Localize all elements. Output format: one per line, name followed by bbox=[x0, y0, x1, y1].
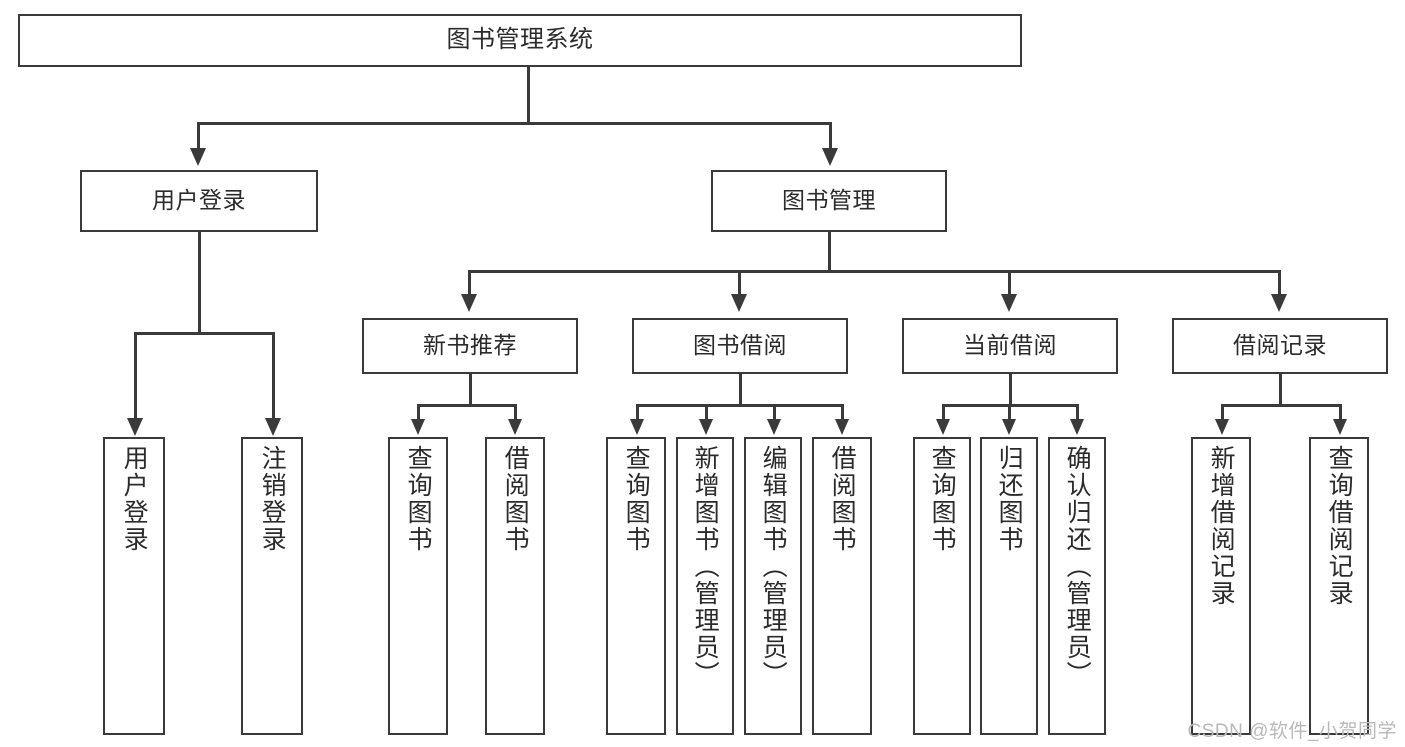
arrowhead-book-manage bbox=[822, 148, 838, 166]
connector-book-borrow-to-leaf-1 bbox=[636, 404, 639, 420]
connector-to-new-book bbox=[468, 270, 471, 296]
connector-user-login-stem bbox=[198, 232, 201, 334]
connector-current-borrow-stem bbox=[1009, 374, 1012, 406]
connector-user-login-bar bbox=[134, 332, 274, 335]
arrowhead-leaf-query-record bbox=[1333, 419, 1347, 435]
arrowhead-borrow-record bbox=[1271, 294, 1287, 312]
arrowhead-leaf-logout bbox=[265, 418, 281, 436]
connector-to-book-borrow bbox=[738, 270, 741, 296]
arrowhead-current-borrow bbox=[1001, 294, 1017, 312]
node-label: 注销登录 bbox=[258, 445, 287, 553]
node-borrow-record[interactable]: 借阅记录 bbox=[1172, 318, 1388, 374]
node-label: 当前借阅 bbox=[963, 332, 1057, 359]
node-label: 借阅记录 bbox=[1233, 332, 1327, 359]
arrowhead-leaf-confirm-return bbox=[1070, 419, 1084, 435]
connector-book-borrow-bar bbox=[636, 404, 843, 407]
leaf-add-borrow-record[interactable]: 新增借阅记录 bbox=[1191, 437, 1251, 735]
arrowhead-leaf-query-book-1 bbox=[411, 419, 425, 435]
connector-current-borrow-to-leaf-2 bbox=[1008, 404, 1011, 420]
node-label: 用户登录 bbox=[152, 187, 246, 214]
connector-user-login-to-leaf-2 bbox=[272, 332, 275, 420]
leaf-query-borrow-record[interactable]: 查询借阅记录 bbox=[1309, 437, 1369, 735]
node-root-system[interactable]: 图书管理系统 bbox=[18, 14, 1022, 67]
connector-borrow-record-to-leaf-2 bbox=[1339, 404, 1342, 420]
arrowhead-leaf-user-login bbox=[127, 418, 143, 436]
node-label: 查询图书 bbox=[404, 445, 433, 553]
leaf-query-book-new[interactable]: 查询图书 bbox=[388, 437, 448, 735]
node-label: 新增图书（管理员） bbox=[691, 445, 720, 688]
node-current-borrow[interactable]: 当前借阅 bbox=[902, 318, 1118, 374]
node-label: 图书管理 bbox=[782, 187, 876, 214]
connector-new-book-bar bbox=[417, 404, 516, 407]
leaf-query-book-borrow[interactable]: 查询图书 bbox=[606, 437, 666, 735]
arrowhead-leaf-return-book bbox=[1002, 419, 1016, 435]
connector-book-borrow-to-leaf-3 bbox=[773, 404, 776, 420]
node-label: 借阅图书 bbox=[828, 445, 857, 553]
connector-new-book-to-leaf-1 bbox=[417, 404, 420, 420]
arrowhead-leaf-query-book-3 bbox=[936, 419, 950, 435]
connector-root-to-user-login bbox=[197, 122, 200, 150]
connector-current-borrow-to-leaf-3 bbox=[1076, 404, 1079, 420]
connector-borrow-record-stem bbox=[1279, 374, 1282, 406]
connector-borrow-record-bar bbox=[1221, 404, 1341, 407]
connector-root-stem bbox=[527, 67, 530, 124]
arrowhead-book-borrow bbox=[731, 294, 747, 312]
node-label: 查询借阅记录 bbox=[1325, 445, 1354, 607]
leaf-return-book[interactable]: 归还图书 bbox=[980, 437, 1038, 735]
node-label: 查询图书 bbox=[622, 445, 651, 553]
connector-book-manage-stem bbox=[828, 232, 831, 272]
arrowhead-leaf-add-book bbox=[699, 419, 713, 435]
arrowhead-leaf-borrow-book-1 bbox=[508, 419, 522, 435]
connector-user-login-to-leaf-1 bbox=[134, 332, 137, 420]
arrowhead-user-login bbox=[190, 148, 206, 166]
connector-new-book-to-leaf-2 bbox=[514, 404, 517, 420]
leaf-borrow-book-new[interactable]: 借阅图书 bbox=[485, 437, 545, 735]
leaf-user-login[interactable]: 用户登录 bbox=[103, 437, 165, 735]
node-user-login[interactable]: 用户登录 bbox=[80, 170, 318, 232]
connector-book-borrow-to-leaf-4 bbox=[841, 404, 844, 420]
node-book-borrow[interactable]: 图书借阅 bbox=[632, 318, 848, 374]
node-label: 确认归还（管理员） bbox=[1063, 445, 1092, 688]
connector-book-borrow-to-leaf-2 bbox=[705, 404, 708, 420]
connector-root-to-book-manage bbox=[829, 122, 832, 150]
connector-book-borrow-stem bbox=[739, 374, 742, 406]
node-book-management[interactable]: 图书管理 bbox=[711, 170, 947, 232]
node-label: 借阅图书 bbox=[501, 445, 530, 553]
connector-current-borrow-to-leaf-1 bbox=[942, 404, 945, 420]
connector-to-borrow-record bbox=[1278, 270, 1281, 296]
node-label: 查询图书 bbox=[928, 445, 957, 553]
leaf-edit-book-admin[interactable]: 编辑图书（管理员） bbox=[744, 437, 802, 735]
leaf-confirm-return-admin[interactable]: 确认归还（管理员） bbox=[1048, 437, 1106, 735]
connector-book-manage-bar bbox=[468, 270, 1280, 273]
connector-borrow-record-to-leaf-1 bbox=[1221, 404, 1224, 420]
node-label: 图书管理系统 bbox=[446, 26, 594, 54]
connector-to-current-borrow bbox=[1008, 270, 1011, 296]
arrowhead-leaf-edit-book bbox=[767, 419, 781, 435]
arrowhead-leaf-add-record bbox=[1215, 419, 1229, 435]
leaf-borrow-book-borrow[interactable]: 借阅图书 bbox=[812, 437, 872, 735]
node-label: 归还图书 bbox=[995, 445, 1024, 553]
arrowhead-new-book bbox=[461, 294, 477, 312]
arrowhead-leaf-query-book-2 bbox=[630, 419, 644, 435]
connector-root-bar bbox=[197, 122, 831, 125]
leaf-query-book-current[interactable]: 查询图书 bbox=[913, 437, 971, 735]
arrowhead-leaf-borrow-book-2 bbox=[835, 419, 849, 435]
node-label: 新书推荐 bbox=[423, 332, 517, 359]
node-label: 新增借阅记录 bbox=[1207, 445, 1236, 607]
node-new-book-recommend[interactable]: 新书推荐 bbox=[362, 318, 578, 374]
node-label: 图书借阅 bbox=[693, 332, 787, 359]
watermark-text: CSDN @软件_小贺同学 bbox=[1187, 721, 1397, 742]
node-label: 编辑图书（管理员） bbox=[759, 445, 788, 688]
connector-new-book-stem bbox=[469, 374, 472, 406]
node-label: 用户登录 bbox=[120, 445, 149, 553]
leaf-add-book-admin[interactable]: 新增图书（管理员） bbox=[676, 437, 734, 735]
leaf-logout[interactable]: 注销登录 bbox=[241, 437, 303, 735]
